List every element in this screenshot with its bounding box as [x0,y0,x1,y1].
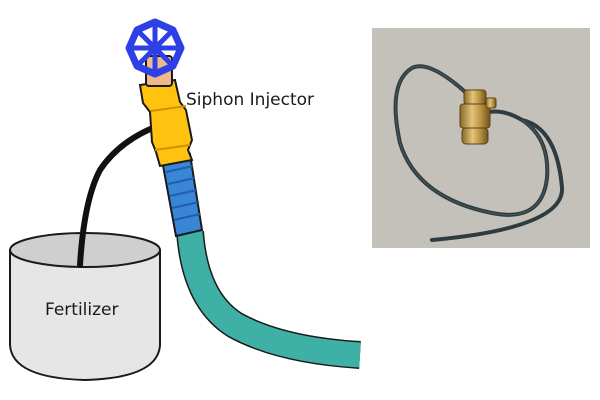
siphon-injector-fitting [138,78,194,168]
siphon-injector-photo [372,28,590,248]
siphon-injector-label: Siphon Injector [186,90,315,110]
bucket-body [9,249,161,382]
garden-hose-fill [177,230,361,368]
hose-connector [160,152,204,238]
fertilizer-label: Fertilizer [45,300,119,320]
photo-brass-fitting [459,89,497,145]
valve-wheel-icon [125,18,185,78]
siphon-tube [77,122,163,268]
